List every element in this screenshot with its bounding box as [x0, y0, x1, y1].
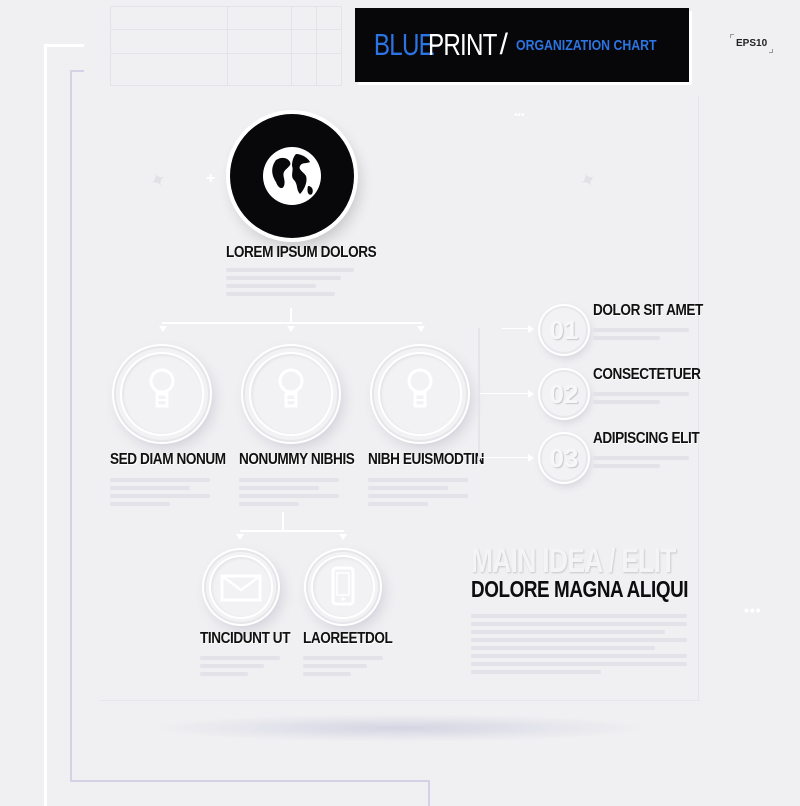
main-idea-description [471, 614, 687, 678]
root-description [226, 268, 354, 300]
title-print: PRINT [427, 27, 497, 62]
level2-description-1 [110, 478, 210, 510]
level3-node-1 [204, 550, 278, 624]
connector [282, 512, 284, 530]
dots-decoration: ••• [514, 110, 525, 121]
step-description-3 [593, 456, 689, 472]
main-idea-title: MAIN IDEA / ELIT [471, 542, 676, 580]
step-description-2 [593, 392, 689, 408]
arrow [339, 534, 347, 540]
frame-line [70, 780, 430, 782]
bottom-shadow [150, 714, 650, 742]
connector [162, 322, 422, 324]
step-label-2: CONSECTETUER [593, 366, 701, 383]
level3-description-1 [200, 656, 280, 680]
frame-line [100, 700, 700, 701]
level2-label-1: SED DIAM NONUM [110, 451, 226, 468]
level2-label-2: NONUMMY NIBHIS [239, 451, 355, 468]
level2-node-2 [243, 346, 339, 442]
frame-line [70, 70, 72, 782]
arrow [528, 390, 534, 398]
header-grid [110, 6, 342, 86]
arrow [528, 454, 534, 462]
root-plus-mark: + [206, 170, 216, 187]
frame-line [428, 780, 430, 806]
level2-label-3: NIBH EUISMODTIN [368, 451, 485, 468]
level2-description-2 [239, 478, 339, 510]
title-blue: BLUE [373, 27, 435, 62]
frame-line [698, 96, 699, 701]
level3-node-2 [306, 550, 380, 624]
arrow [287, 326, 295, 332]
title-separator: / [499, 28, 508, 61]
level3-label-2: LAOREETDOL [303, 630, 393, 647]
root-label: LOREM IPSUM DOLORS [226, 244, 377, 261]
connector [480, 393, 530, 394]
frame-line [44, 44, 47, 806]
arrow [159, 326, 167, 332]
lightbulb-icon [278, 368, 304, 408]
connector [290, 308, 292, 322]
level3-label-1: TINCIDUNT UT [200, 630, 291, 647]
level2-node-1 [114, 346, 210, 442]
connector [502, 328, 530, 329]
root-node-circle [230, 114, 354, 238]
lightbulb-icon [149, 368, 175, 408]
arrow [417, 326, 425, 332]
step-label-3: ADIPISCING ELIT [593, 430, 700, 447]
step-number-1: 01 [540, 306, 588, 354]
watermark: ✦ [576, 167, 601, 195]
eps-badge: EPS10 [729, 34, 774, 53]
frame-line [70, 70, 84, 72]
arrow [236, 534, 244, 540]
step-number-2: 02 [540, 370, 588, 418]
title-banner: BLUE PRINT / ORGANIZATION CHART [355, 8, 689, 82]
tablet-icon [331, 566, 355, 606]
main-idea-subtitle: DOLORE MAGNA ALIQUI [471, 576, 689, 602]
connector [240, 530, 344, 532]
step-number-3: 03 [540, 434, 588, 482]
level2-node-3 [372, 346, 468, 442]
step-label-1: DOLOR SIT AMET [593, 302, 703, 319]
frame-line [44, 44, 84, 47]
watermark: ✦ [146, 167, 171, 195]
dots-decoration: ••• [744, 602, 762, 618]
lightbulb-icon [407, 368, 433, 408]
title-subtitle: ORGANIZATION CHART [515, 36, 657, 54]
globe-icon [263, 147, 321, 205]
arrow [528, 325, 534, 333]
connector [480, 457, 530, 458]
envelope-icon [220, 574, 262, 602]
level3-description-2 [303, 656, 383, 680]
step-description-1 [593, 328, 689, 344]
connector [478, 328, 480, 460]
level2-description-3 [368, 478, 468, 510]
